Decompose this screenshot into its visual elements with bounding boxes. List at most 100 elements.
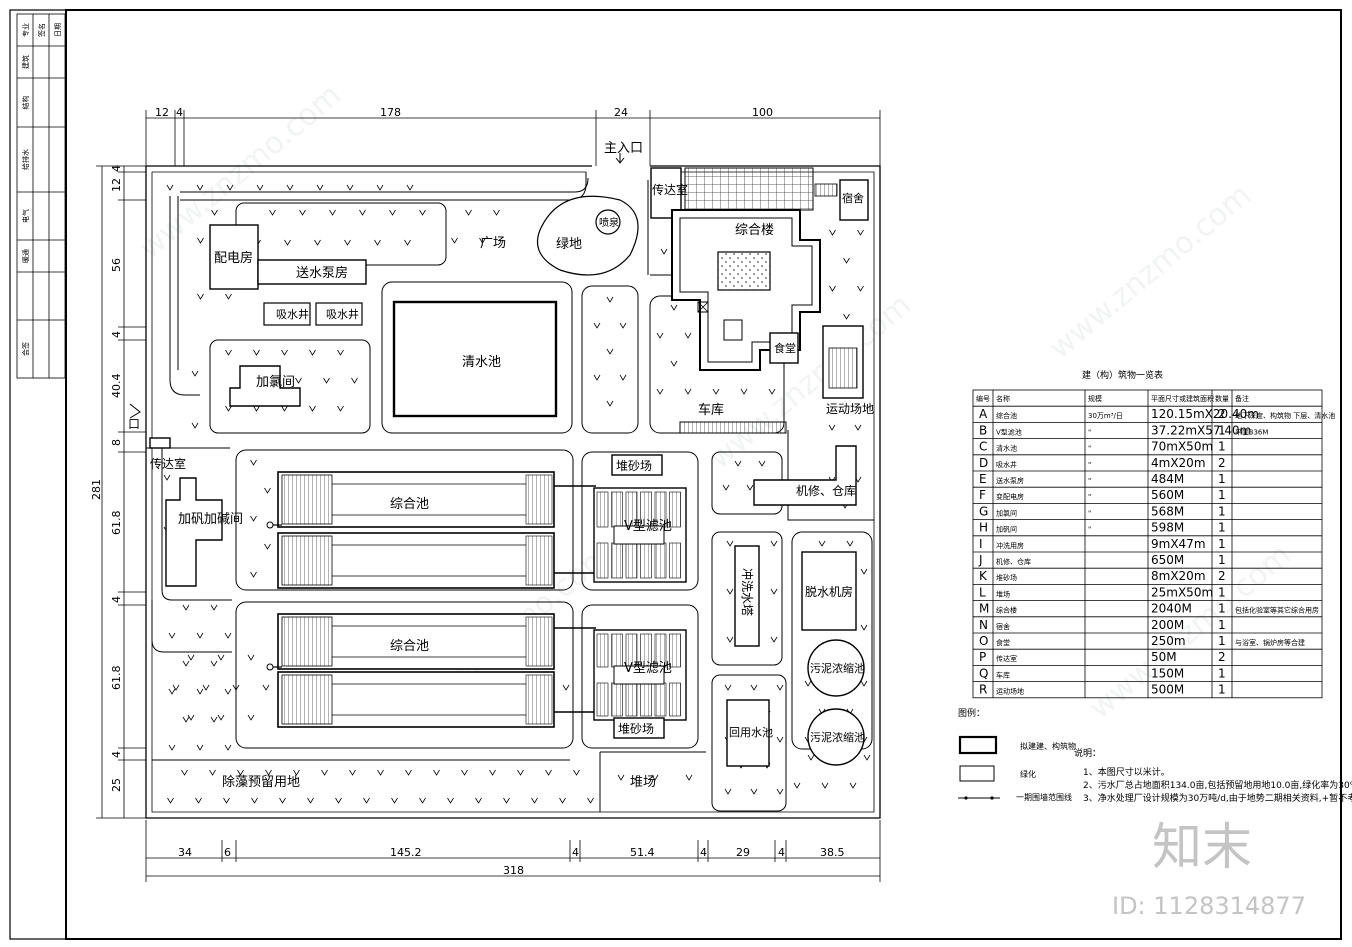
tree-icon [262,684,270,691]
suction-wells[interactable]: 吸水井 吸水井 [263,302,363,326]
tank-inlet-hatch [281,616,333,667]
filter-cell [596,633,609,668]
filter-cell [640,682,652,717]
schedule-cell: 200M [1151,618,1184,632]
schedule-cell: 120.15mX20.40m [1151,407,1259,421]
tree-icon [269,209,276,216]
schedule-cell: 机修、仓库 [996,557,1031,566]
schedule-cell: 食堂 [996,638,1010,647]
dormitory[interactable]: 宿舍 [839,179,869,221]
repair-warehouse[interactable]: 机修、仓库 [753,445,857,506]
schedule-cell: 地下深度、构筑物 下层、清水池 [1235,411,1335,420]
tree-icon [829,285,836,292]
dim-top-4: 24 [614,106,628,119]
tree-icon [726,540,734,547]
tree-icon [253,349,260,356]
sports-field[interactable]: 运动场地 [822,325,874,416]
tank-outlet-hatch [525,474,553,525]
fountain-green[interactable]: 喷泉 绿地 [536,195,639,276]
schedule-cell: Q [979,666,988,680]
garage[interactable]: 车库 [679,402,787,434]
title-block-cell: 日期 [54,23,62,37]
schedule-cell: 598M [1151,521,1184,535]
tank-outlet-hatch [525,616,553,667]
dim-left-1: 4 [110,165,123,172]
filter-cell [669,682,681,717]
title-block-cell: 专业 [21,23,30,37]
tree-icon [479,237,486,244]
tree-icon [758,460,766,467]
tree-icon [279,797,286,804]
schedule-cell: 1 [1218,602,1226,616]
schedule-cell: 1 [1218,488,1226,502]
entrance-arrow-icon [615,153,625,164]
chlorine-room-label: 加氯间 [256,375,295,390]
guard-house-west[interactable]: 传达室 [149,437,186,471]
legend-building-text: 拟建建、构筑物 [1020,741,1076,751]
design-notes: 说明： 1、本图尺寸以米计。 2、污水厂总占地面积134.0亩,包括预留地用地1… [1074,747,1352,804]
schedule-cell: 传达室 [996,654,1017,663]
clear-water-pool[interactable]: 清水池 [392,300,558,418]
v-filter-2-label: V型滤池 [624,661,672,676]
tree-icon [281,349,288,356]
tree-icon [250,515,257,522]
sand-yard-1[interactable]: 堆砂场 [611,454,663,476]
tree-icon [337,349,344,356]
v-filters[interactable] [593,487,687,721]
tree-icon [770,540,778,547]
tree-icon [299,209,306,216]
sludge-2-label: 污泥浓缩池 [810,731,865,744]
schedule-cell: " [1088,493,1091,501]
schedule-cell: G [979,504,988,518]
office-complex[interactable]: 综合楼 [671,167,838,371]
schedule-cell: H [979,521,988,535]
tree-icon [656,388,664,395]
sludge-thickener-1[interactable]: 污泥浓缩池 [807,639,865,697]
power-room[interactable]: 配电房 [209,224,259,290]
reuse-water-pool[interactable]: 回用水池 [726,699,773,767]
brand-logo-text: 知末 [1152,818,1252,876]
schedule-cell: 宿舍 [996,622,1010,631]
tree-icon [377,769,384,776]
side-gate[interactable]: 口 [128,403,141,431]
title-block-cell: 电气 [21,209,30,223]
canteen[interactable]: 食堂 [769,332,799,364]
sand-yard-2-label: 堆砂场 [618,722,654,736]
brand-id-text: ID: 1128314877 [1112,892,1306,920]
chlorine-room[interactable]: 加氯间 [229,365,301,407]
tree-icon [376,184,384,191]
dim-left-total: 281 [90,479,103,500]
tree-icon [461,769,468,776]
dim-bottom-total: 318 [503,864,524,877]
tree-icon [860,624,868,631]
dewatering-house[interactable]: 脱水机房 [801,551,857,631]
schedule-cell: 1 [1218,537,1226,551]
tree-icon [191,370,199,377]
schedule-cell: 包括化验室等其它综合用房 [1235,606,1319,615]
combined-pools[interactable] [266,471,596,728]
sludge-thickener-2[interactable]: 污泥浓缩池 [807,708,865,766]
tree-icon [465,209,472,216]
sand-yard-2[interactable]: 堆砂场 [613,717,665,739]
schedule-cell: 25mX50m [1151,585,1213,599]
tree-icon [863,754,871,761]
legend-green-text: 绿化 [1020,769,1036,779]
tree-icon [770,588,778,595]
schedule-cell: E [979,472,987,486]
pump-house[interactable]: 送水泵房 [257,259,367,285]
dim-top-1: 12 [155,106,169,119]
tank-inlet-hatch [281,474,333,525]
tree-icon [724,788,732,795]
guard-house-north-label: 传达室 [652,182,688,197]
tree-icon [264,487,271,494]
guard-house-north[interactable]: 传达室 [650,167,688,219]
note-3: 3、净水处理厂设计规模为30万吨/d,由于地势二期相关资料,+暂不考虑远期。 [1083,792,1352,804]
alum-dosing-room[interactable]: 加矾加碱间 [165,477,243,587]
tree-icon [197,293,204,300]
tank-inlet-hatch [281,535,333,586]
repair-label: 机修、仓库 [796,483,856,498]
tree-icon [726,588,734,595]
wash-water-tower[interactable]: 冲洗水塔 [734,545,760,647]
tree-icon [734,460,742,467]
tree-icon [489,769,496,776]
